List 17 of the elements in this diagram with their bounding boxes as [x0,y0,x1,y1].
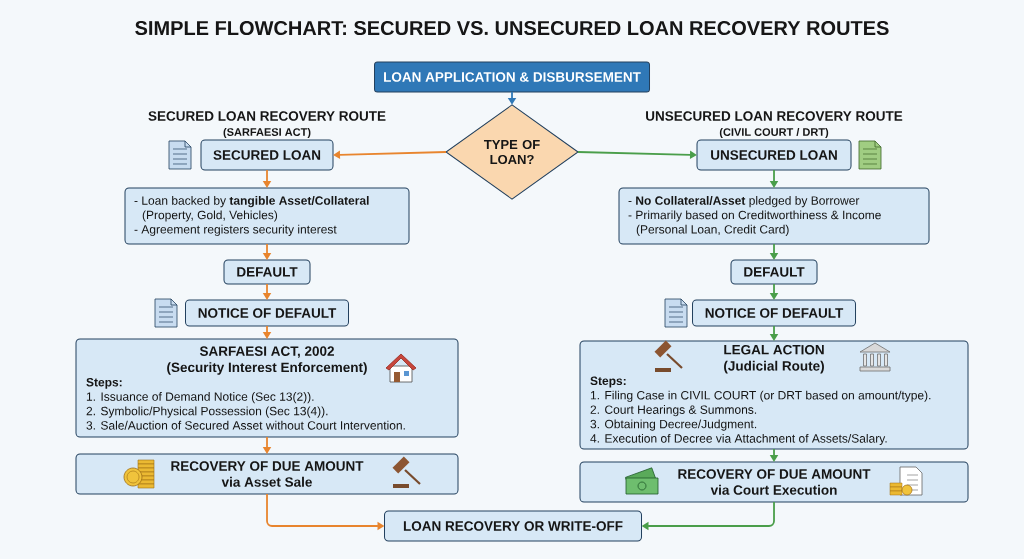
process-box: DEFAULT [223,259,311,285]
process-box: NOTICE OF DEFAULT [692,299,856,327]
route-heading: UNSECURED LOAN RECOVERY ROUTE [646,111,903,121]
route-heading: SECURED LOAN RECOVERY ROUTE [148,111,386,121]
description-box: - No Collateral/Asset pledged by Borrower - Primarily based on Creditworthiness & Income (Personal Loan, Credit Card) [618,187,930,245]
process-box: SECURED LOAN [200,139,334,171]
start-box: LOAN APPLICATION & DISBURSEMENT [374,61,650,93]
process-box: DEFAULT [730,259,818,285]
steps-box: LEGAL ACTION (Judicial Route) Steps: 1. Filing Case in CIVIL COURT (or DRT based on amount/type). 2. Court Hearings & Summons. 3. Obtaining Decree/Judgment. 4. Execution of Decree via Attachment of Assets/Salary. [579,340,969,450]
description-box: - Loan backed by tangible Asset/Collateral (Property, Gold, Vehicles) - Agreement registers security interest [124,187,410,245]
process-box: UNSECURED LOAN [696,139,852,171]
process-box: LOAN RECOVERY OR WRITE-OFF [384,510,642,542]
title: SIMPLE FLOWCHART: SECURED VS. UNSECURED LOAN RECOVERY ROUTES [135,20,889,36]
process-box: RECOVERY OF DUE AMOUNT via Court Execution [579,461,969,503]
process-box: RECOVERY OF DUE AMOUNT via Asset Sale [75,453,459,495]
steps-box: SARFAESI ACT, 2002 (Security Interest Enforcement) Steps: 1. Issuance of Demand Notice (Sec 13(2)). 2. Symbolic/Physical Possession (Sec 13(4)). 3. Sale/Auction of Secured Asset without Court Intervention. [75,338,459,438]
process-box: NOTICE OF DEFAULT [185,299,349,327]
